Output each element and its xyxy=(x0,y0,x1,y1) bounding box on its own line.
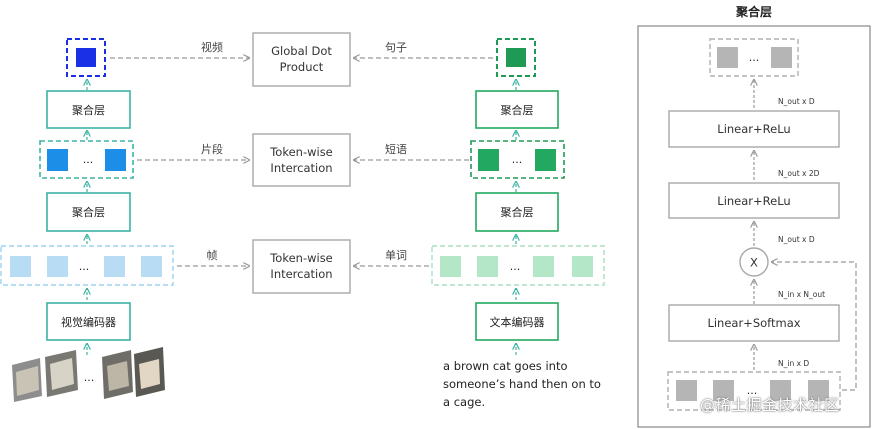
global-line-2: Product xyxy=(280,60,324,74)
frame-tokens-frame xyxy=(0,245,174,286)
panel-input-token-1 xyxy=(676,380,697,401)
panel-layer-relu-top xyxy=(668,110,840,148)
panel-output-token-1 xyxy=(717,47,738,68)
watermark: @稀土掘金技术社区 xyxy=(700,396,840,414)
panel-layer-relu-mid-label: Linear+ReLu xyxy=(717,194,790,208)
panel-output-frame xyxy=(709,38,799,77)
word-token-3 xyxy=(533,256,554,277)
video-token-frame xyxy=(66,38,106,77)
clip-label: 片段 xyxy=(201,142,223,156)
word-token-1 xyxy=(440,256,461,277)
left-aggregation-mid xyxy=(46,192,131,232)
text-encoder xyxy=(475,302,559,341)
left-aggregation-top xyxy=(46,90,131,129)
video-frames: ... xyxy=(12,347,165,402)
phrase-token-1 xyxy=(478,149,499,171)
frame-token-4 xyxy=(141,256,162,277)
panel-ellipsis-top: ... xyxy=(749,51,760,64)
caption-line-1: a brown cat goes into xyxy=(443,359,568,373)
panel-input-token-4 xyxy=(808,380,829,401)
thumb-ellipsis: ... xyxy=(84,371,95,384)
token-mid-line-2: Intercation xyxy=(270,161,332,175)
dim-nout-d-mid: N_out x D xyxy=(778,235,815,244)
clip-tokens-frame xyxy=(39,140,134,179)
video-token xyxy=(76,48,96,67)
left-aggregation-mid-label: 聚合层 xyxy=(72,205,105,219)
phrase-label: 短语 xyxy=(385,142,407,156)
word-ellipsis: ... xyxy=(510,260,521,273)
panel-layer-relu-top-label: Linear+ReLu xyxy=(717,122,790,136)
phrase-tokens-frame xyxy=(470,140,565,179)
word-token-2 xyxy=(477,256,498,277)
panel-title: 聚合层 xyxy=(735,4,772,19)
video-label: 视频 xyxy=(201,40,223,54)
panel-output-token-2 xyxy=(771,47,792,68)
frame-token-1 xyxy=(10,256,31,277)
token-mid-line-1: Token-wise xyxy=(269,145,333,159)
word-token-4 xyxy=(572,256,593,277)
panel-input-frame xyxy=(667,371,841,411)
token-low-line-1: Token-wise xyxy=(269,251,333,265)
clip-ellipsis: ... xyxy=(83,153,94,166)
caption-line-2: someone’s hand then on to xyxy=(443,377,601,391)
multiply-node xyxy=(739,247,769,277)
frame-token-3 xyxy=(104,256,125,277)
left-aggregation-top-label: 聚合层 xyxy=(72,103,105,117)
token-wise-low xyxy=(252,239,351,294)
caption: a brown cat goes into someone’s hand the… xyxy=(443,357,603,411)
dim-nin-d: N_in x D xyxy=(778,359,809,368)
panel-input-token-2 xyxy=(713,380,734,401)
caption-line-3: a cage. xyxy=(443,395,486,409)
phrase-ellipsis: ... xyxy=(512,153,523,166)
panel-layer-relu-mid xyxy=(668,182,840,219)
right-aggregation-mid-label: 聚合层 xyxy=(501,205,534,219)
frame-ellipsis: ... xyxy=(79,260,90,273)
panel-input-token-3 xyxy=(770,380,791,401)
dim-nin-nout: N_in x N_out xyxy=(778,290,825,299)
sentence-label: 句子 xyxy=(385,41,407,54)
panel-skip-connection xyxy=(772,262,857,391)
phrase-token-2 xyxy=(535,149,556,171)
text-encoder-label: 文本编码器 xyxy=(490,315,545,329)
dim-nout-2d: N_out x 2D xyxy=(778,169,820,178)
dim-nout-d-top: N_out x D xyxy=(778,97,815,106)
word-label: 单词 xyxy=(385,249,407,262)
clip-token-1 xyxy=(47,149,68,171)
panel-ellipsis-bottom: ... xyxy=(747,384,758,397)
global-line-1: Global Dot xyxy=(271,44,332,58)
word-tokens-frame xyxy=(431,245,605,286)
visual-encoder-label: 视觉编码器 xyxy=(61,315,116,329)
right-aggregation-top xyxy=(475,90,559,129)
sentence-token xyxy=(506,48,526,67)
sentence-token-frame xyxy=(496,38,536,77)
frame-label: 帧 xyxy=(207,248,218,262)
panel-layer-softmax-label: Linear+Softmax xyxy=(707,316,800,330)
right-aggregation-mid xyxy=(475,192,559,232)
multiply-label: X xyxy=(750,256,758,270)
token-wise-mid xyxy=(252,133,351,187)
visual-encoder xyxy=(46,302,131,341)
right-aggregation-top-label: 聚合层 xyxy=(501,103,534,117)
clip-token-2 xyxy=(105,149,126,171)
token-low-line-2: Intercation xyxy=(270,267,332,281)
global-dot-product xyxy=(252,32,351,87)
panel-layer-softmax xyxy=(668,304,840,342)
frame-token-2 xyxy=(47,256,68,277)
